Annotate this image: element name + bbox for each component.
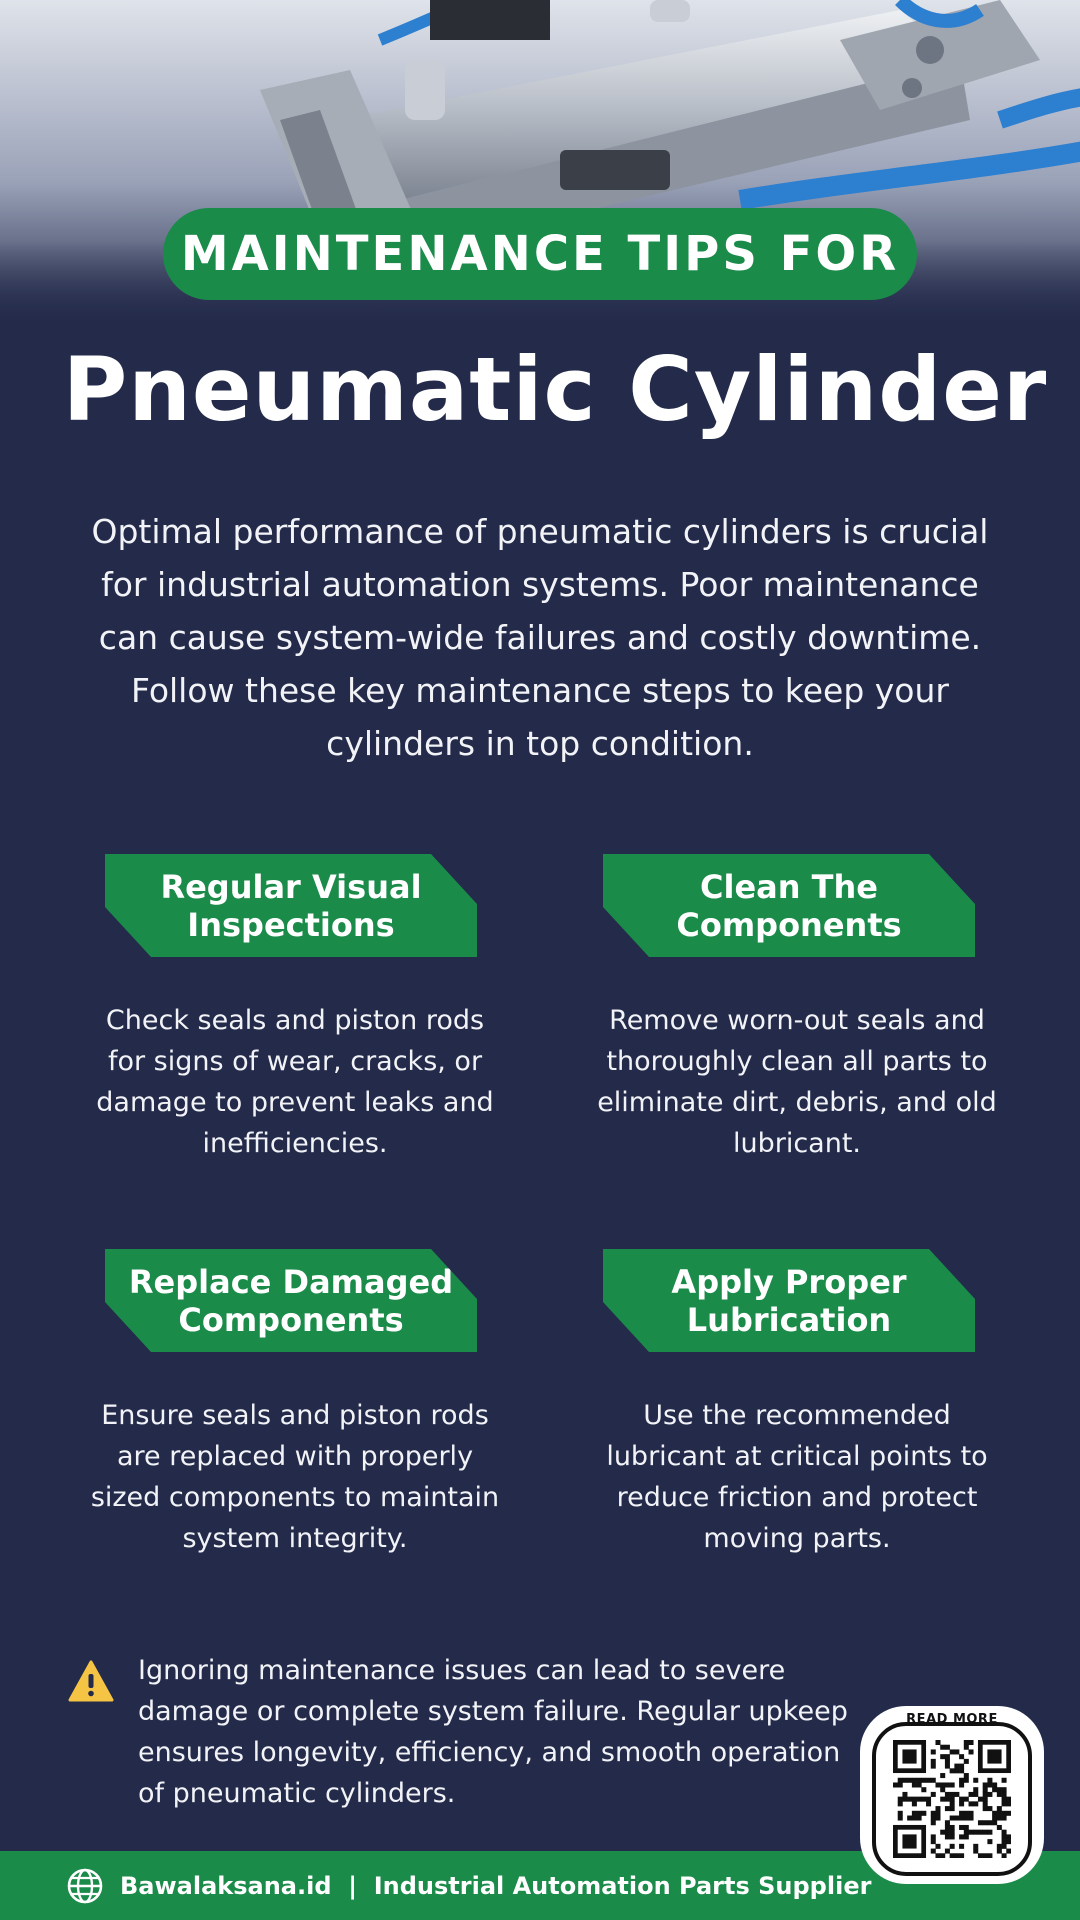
tip-text-apply-lubrication: Use the recommended lubricant at critica… <box>606 1400 988 1554</box>
tip-heading-clean-components: Clean The Components <box>603 854 975 957</box>
qr-frame <box>872 1722 1032 1876</box>
qr-code-icon[interactable] <box>893 1740 1011 1858</box>
page-title: Pneumatic Cylinder <box>62 338 1048 441</box>
subtitle-pill: MAINTENANCE TIPS FOR <box>163 208 917 300</box>
intro-paragraph: Optimal performance of pneumatic cylinde… <box>91 512 989 763</box>
warning-icon <box>68 1660 114 1702</box>
tip-heading-apply-lubrication: Apply Proper Lubrication <box>603 1249 975 1352</box>
globe-icon <box>67 1868 103 1904</box>
footer-text[interactable]: Bawalaksana.id | Industrial Automation P… <box>120 1871 872 1900</box>
qr-label: READ MORE <box>906 1712 998 1727</box>
qr-badge[interactable]: READ MORE <box>860 1706 1044 1884</box>
tip-text-replace-components: Ensure seals and piston rods are replace… <box>90 1400 500 1554</box>
tip-text-clean-components: Remove worn-out seals and thoroughly cle… <box>597 1005 997 1159</box>
tip-heading-visual-inspections: Regular Visual Inspections <box>105 854 477 957</box>
tip-text-visual-inspections: Check seals and piston rods for signs of… <box>96 1005 494 1159</box>
tip-heading-replace-components: Replace Damaged Components <box>105 1249 477 1352</box>
warning-text: Ignoring maintenance issues can lead to … <box>138 1655 848 1809</box>
